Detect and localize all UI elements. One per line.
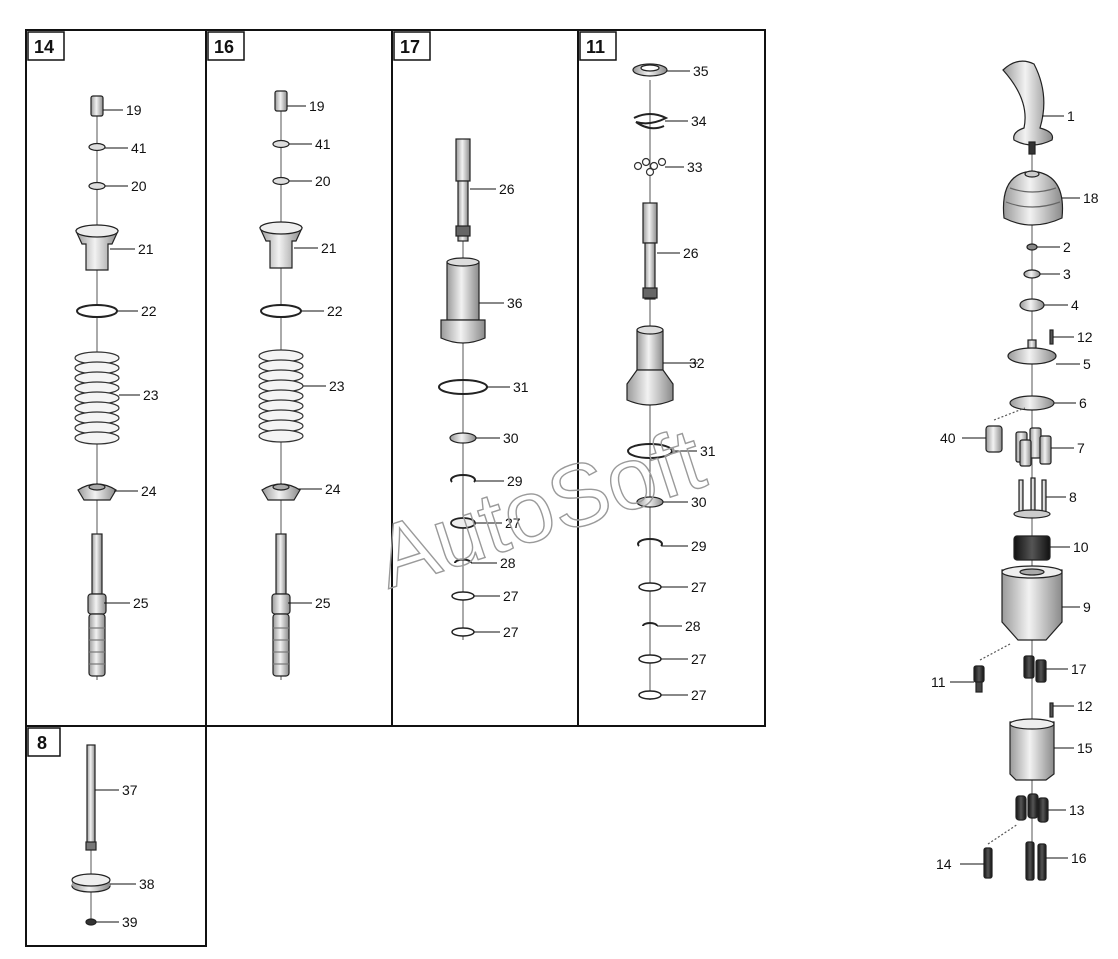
label-main-16: 16 <box>1071 850 1087 866</box>
label-17-29: 29 <box>507 473 523 489</box>
label-main-6: 6 <box>1079 395 1087 411</box>
label-17-27c: 27 <box>503 624 519 640</box>
label-main-14: 14 <box>936 856 952 872</box>
panel-11-leaders <box>657 70 698 696</box>
panel-8-parts <box>71 744 111 926</box>
label-14-21: 21 <box>138 241 154 257</box>
label-main-12a: 12 <box>1077 329 1093 345</box>
label-main-2: 2 <box>1063 239 1071 255</box>
main-assembly-leaders <box>950 115 1080 865</box>
label-16-24: 24 <box>325 481 341 497</box>
panel-16-parts <box>258 90 304 680</box>
panel-title-17: 17 <box>400 37 420 57</box>
label-17-28: 28 <box>500 555 516 571</box>
label-14-22: 22 <box>141 303 157 319</box>
label-main-11: 11 <box>931 674 946 690</box>
label-16-22: 22 <box>327 303 343 319</box>
label-11-30: 30 <box>691 494 707 510</box>
label-main-9: 9 <box>1083 599 1091 615</box>
panel-frames <box>25 29 766 947</box>
label-14-20: 20 <box>131 178 147 194</box>
label-main-13: 13 <box>1069 802 1085 818</box>
label-11-35: 35 <box>693 63 709 79</box>
label-14-23: 23 <box>143 387 159 403</box>
label-16-19: 19 <box>309 98 325 114</box>
label-11-28: 28 <box>685 618 701 634</box>
label-8-37: 37 <box>122 782 138 798</box>
label-16-25: 25 <box>315 595 331 611</box>
label-14-41: 41 <box>131 140 147 156</box>
label-main-40: 40 <box>940 430 956 446</box>
panel-title-11: 11 <box>586 37 605 57</box>
label-main-7: 7 <box>1077 440 1085 456</box>
label-main-15: 15 <box>1077 740 1093 756</box>
label-17-27a: 27 <box>505 515 521 531</box>
label-14-19: 19 <box>126 102 142 118</box>
label-17-26: 26 <box>499 181 515 197</box>
panel-title-16: 16 <box>214 37 234 57</box>
label-main-4: 4 <box>1071 297 1079 313</box>
label-8-39: 39 <box>122 914 138 930</box>
label-17-27b: 27 <box>503 588 519 604</box>
panel-17-leaders <box>470 188 510 633</box>
label-11-27b: 27 <box>691 651 707 667</box>
label-17-30: 30 <box>503 430 519 446</box>
label-8-38: 38 <box>139 876 155 892</box>
label-16-23: 23 <box>329 378 345 394</box>
panel-14-parts <box>74 95 120 680</box>
label-17-31: 31 <box>513 379 529 395</box>
panel-11-parts <box>626 63 674 700</box>
label-11-32: 32 <box>689 355 705 371</box>
main-assembly-parts <box>973 60 1064 881</box>
label-11-27c: 27 <box>691 687 707 703</box>
panel-title-14: 14 <box>34 37 54 57</box>
panel-14-leaders <box>103 109 140 604</box>
label-11-31: 31 <box>700 443 716 459</box>
label-14-25: 25 <box>133 595 149 611</box>
panel-tabs <box>27 31 617 757</box>
label-11-34: 34 <box>691 113 707 129</box>
label-14-24: 24 <box>141 483 157 499</box>
label-16-21: 21 <box>321 240 337 256</box>
panel-8-leaders <box>95 789 136 923</box>
label-11-29: 29 <box>691 538 707 554</box>
watermark: AutoSoft <box>364 408 716 606</box>
label-11-26: 26 <box>683 245 699 261</box>
panel-16-leaders <box>287 105 326 604</box>
label-16-41: 41 <box>315 136 331 152</box>
label-main-10: 10 <box>1073 539 1089 555</box>
label-main-8: 8 <box>1069 489 1077 505</box>
label-main-12b: 12 <box>1077 698 1093 714</box>
label-11-27a: 27 <box>691 579 707 595</box>
label-11-33: 33 <box>687 159 703 175</box>
label-17-36: 36 <box>507 295 523 311</box>
label-16-20: 20 <box>315 173 331 189</box>
label-main-3: 3 <box>1063 266 1071 282</box>
label-main-5: 5 <box>1083 356 1091 372</box>
label-main-1: 1 <box>1067 108 1075 124</box>
panel-title-8: 8 <box>37 733 47 753</box>
label-main-17: 17 <box>1071 661 1087 677</box>
label-main-18: 18 <box>1083 190 1099 206</box>
